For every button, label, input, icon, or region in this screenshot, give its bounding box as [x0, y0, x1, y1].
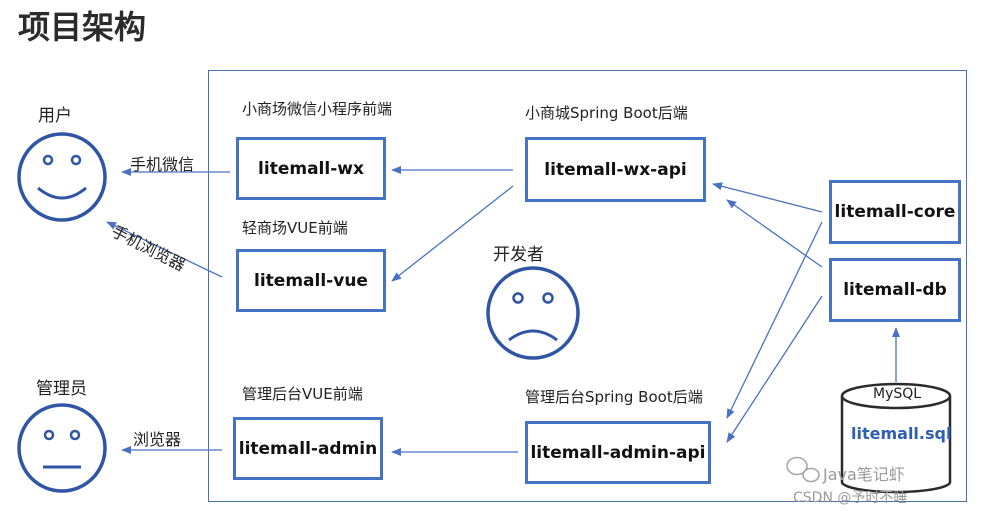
admin-neutral-face-icon — [17, 403, 107, 493]
channel-wechat-label: 手机微信 — [130, 155, 195, 174]
arrow-db-to-wxapi — [726, 199, 823, 268]
page-title: 项目架构 — [18, 8, 147, 46]
caption-admin-backend: 管理后台Spring Boot后端 — [525, 388, 703, 406]
module-litemall-wx: litemall-wx — [236, 137, 386, 200]
arrow-core-to-wxapi — [712, 182, 823, 213]
caption-wx-backend: 小商城Spring Boot后端 — [525, 104, 688, 122]
user-label: 用户 — [38, 106, 72, 126]
litemall-sql-label: litemall.sql — [851, 424, 952, 443]
arrow-core-to-adminapi — [726, 221, 823, 419]
arrow-db-to-adminapi — [726, 295, 823, 443]
module-litemall-core: litemall-core — [829, 180, 961, 244]
caption-admin-front: 管理后台VUE前端 — [242, 385, 363, 403]
channel-browser-label: 浏览器 — [133, 430, 182, 449]
arrow-wxapi-to-vue — [391, 185, 514, 282]
mysql-label: MySQL — [873, 386, 922, 402]
mysql-database-icon — [840, 382, 952, 494]
developer-sad-face-icon — [486, 266, 580, 360]
caption-vue-front: 轻商场VUE前端 — [242, 219, 348, 237]
caption-wx-front: 小商场微信小程序前端 — [242, 100, 393, 118]
project-frame — [208, 70, 967, 502]
wechat-watermark-icon — [786, 456, 820, 483]
developer-label: 开发者 — [493, 245, 544, 265]
admin-label: 管理员 — [36, 379, 87, 399]
watermark-title: Java笔记虾 — [823, 465, 905, 484]
user-smiley-icon — [17, 132, 107, 222]
arrow-vue-to-user — [106, 221, 223, 278]
module-litemall-wx-api: litemall-wx-api — [525, 137, 706, 202]
module-litemall-admin-api: litemall-admin-api — [525, 421, 711, 484]
module-litemall-db: litemall-db — [829, 258, 961, 322]
module-litemall-admin: litemall-admin — [233, 417, 383, 480]
watermark-csdn: CSDN @予时不睡 — [793, 490, 908, 506]
module-litemall-vue: litemall-vue — [236, 249, 386, 312]
